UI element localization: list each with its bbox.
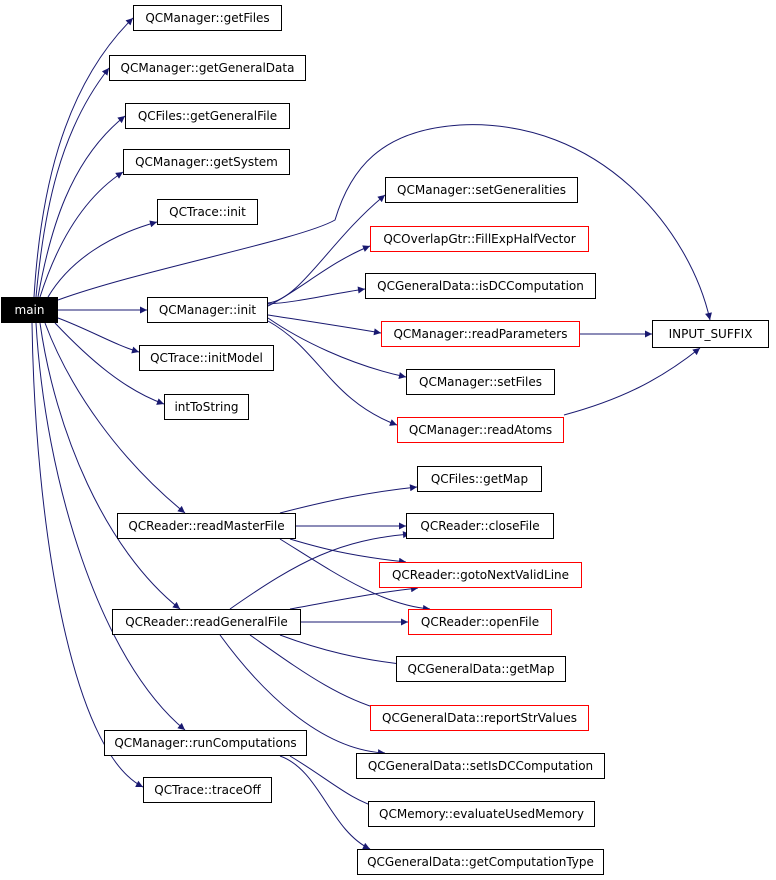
node-qcmanager-getfiles[interactable]: QCManager::getFiles — [133, 5, 282, 31]
node-qcmemory-evaluateusedmemory[interactable]: QCMemory::evaluateUsedMemory — [368, 801, 595, 827]
edge-main-getgeneraldata — [35, 67, 110, 298]
node-qcreader-openfile[interactable]: QCReader::openFile — [408, 609, 552, 635]
node-qcmanager-setgeneralities[interactable]: QCManager::setGeneralities — [385, 177, 578, 203]
node-qcmanager-setfiles[interactable]: QCManager::setFiles — [406, 369, 555, 395]
edge-readmaster-gotonext — [289, 538, 407, 565]
edge-main-runcomputations — [35, 322, 186, 731]
node-qcgeneraldata-reportstrvalues[interactable]: QCGeneralData::reportStrValues — [370, 705, 589, 731]
edge-main-readgeneralfile — [39, 322, 181, 610]
edge-readatoms-inputsuffix — [563, 347, 701, 416]
node-main[interactable]: main — [1, 297, 58, 323]
edge-init-readparameters — [267, 314, 382, 336]
node-qcgeneraldata-isdccomputation[interactable]: QCGeneralData::isDCComputation — [365, 273, 596, 299]
node-qctrace-init[interactable]: QCTrace::init — [157, 199, 258, 225]
node-qcmanager-readatoms[interactable]: QCManager::readAtoms — [397, 417, 564, 443]
edge-runcomp-getcomptype — [279, 755, 371, 850]
node-qcgeneraldata-getcomputationtype[interactable]: QCGeneralData::getComputationType — [357, 849, 604, 875]
node-qctrace-initmodel[interactable]: QCTrace::initModel — [139, 345, 274, 371]
node-qcfiles-getgeneralfile[interactable]: QCFiles::getGeneralFile — [125, 103, 290, 129]
node-qcmanager-readparameters[interactable]: QCManager::readParameters — [381, 321, 580, 347]
node-qcfiles-getmap[interactable]: QCFiles::getMap — [417, 466, 542, 492]
edge-main-traceoff — [31, 322, 144, 788]
node-qcreader-readgeneralfile[interactable]: QCReader::readGeneralFile — [112, 609, 301, 635]
edge-main-inputsuffix — [57, 124, 712, 321]
edge-main-getfiles — [33, 17, 134, 298]
node-qcmanager-getgeneraldata[interactable]: QCManager::getGeneralData — [109, 55, 306, 81]
node-inttostring[interactable]: intToString — [164, 394, 249, 420]
node-qcreader-closefile[interactable]: QCReader::closeFile — [406, 513, 554, 539]
edge-init-fillexphalfvector — [267, 245, 371, 307]
edge-readmaster-getmap — [279, 484, 418, 514]
node-qctrace-traceoff[interactable]: QCTrace::traceOff — [143, 777, 272, 803]
node-qcgeneraldata-getmap[interactable]: QCGeneralData::getMap — [396, 656, 566, 682]
edge-main-readmasterfile — [44, 322, 186, 514]
node-qcoverlapgtr-fillexphalfvector[interactable]: QCOverlapGtr::FillExpHalfVector — [370, 226, 589, 252]
edge-main-traceinit — [47, 220, 158, 298]
edge-readgeneral-setisdc — [219, 634, 386, 757]
node-input-suffix[interactable]: INPUT_SUFFIX — [652, 320, 769, 348]
edge-readgeneral-gotonext — [289, 585, 419, 610]
node-qcmanager-runcomputations[interactable]: QCManager::runComputations — [104, 730, 307, 756]
edge-init-isdccomputation — [267, 286, 366, 305]
edge-readmaster-openfile — [279, 538, 431, 612]
edge-readgeneral-reportstr — [249, 634, 391, 714]
node-qcmanager-init[interactable]: QCManager::init — [147, 297, 268, 323]
edge-main-inttostring — [54, 322, 165, 405]
node-qcreader-gotonextvalidline[interactable]: QCReader::gotoNextValidLine — [379, 562, 582, 588]
edge-init-setfiles — [267, 317, 407, 379]
edge-main-getsystem — [39, 171, 124, 298]
edge-init-readatoms — [267, 320, 398, 426]
edge-readgeneral-getmap — [279, 634, 411, 668]
edge-main-initmodel — [57, 317, 140, 354]
node-qcgeneraldata-setisdccomputation[interactable]: QCGeneralData::setIsDCComputation — [356, 753, 605, 779]
node-qcmanager-getsystem[interactable]: QCManager::getSystem — [123, 149, 290, 175]
edge-readgeneral-closefile — [229, 531, 411, 610]
edge-main-getgeneralfile — [37, 115, 126, 298]
node-qcreader-readmasterfile[interactable]: QCReader::readMasterFile — [117, 513, 296, 539]
